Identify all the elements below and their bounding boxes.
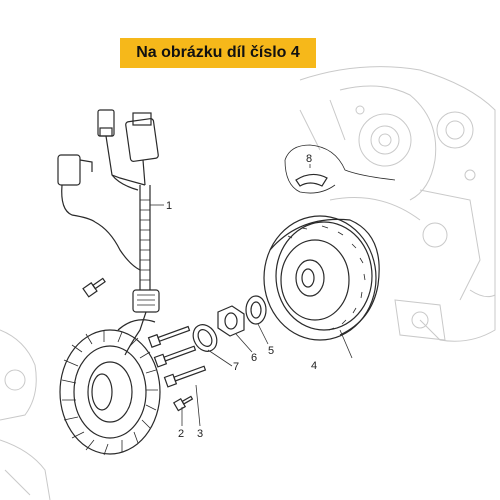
callout-2: 2 xyxy=(178,428,184,440)
frame-background-left xyxy=(0,329,51,500)
flywheel-rotor-part-4 xyxy=(263,215,380,341)
nut-part-6 xyxy=(217,305,245,337)
callout-6: 6 xyxy=(251,352,257,364)
callout-4: 4 xyxy=(311,360,317,372)
washer-part-5 xyxy=(245,295,267,325)
leader-lines xyxy=(150,164,353,427)
wiring-harness-part-1 xyxy=(57,109,160,356)
stator-coil-assembly xyxy=(59,319,161,456)
callout-5: 5 xyxy=(268,345,274,357)
engine-housing-background xyxy=(299,66,496,342)
callout-1: 1 xyxy=(166,200,172,212)
part-number-banner: Na obrázku díl číslo 4 xyxy=(120,38,316,68)
callout-3: 3 xyxy=(197,428,203,440)
key-part-8 xyxy=(284,144,396,194)
callout-8: 8 xyxy=(306,153,312,165)
washer-part-7 xyxy=(192,324,218,352)
screw-set-parts-2-3 xyxy=(82,277,207,412)
callout-7: 7 xyxy=(233,361,239,373)
